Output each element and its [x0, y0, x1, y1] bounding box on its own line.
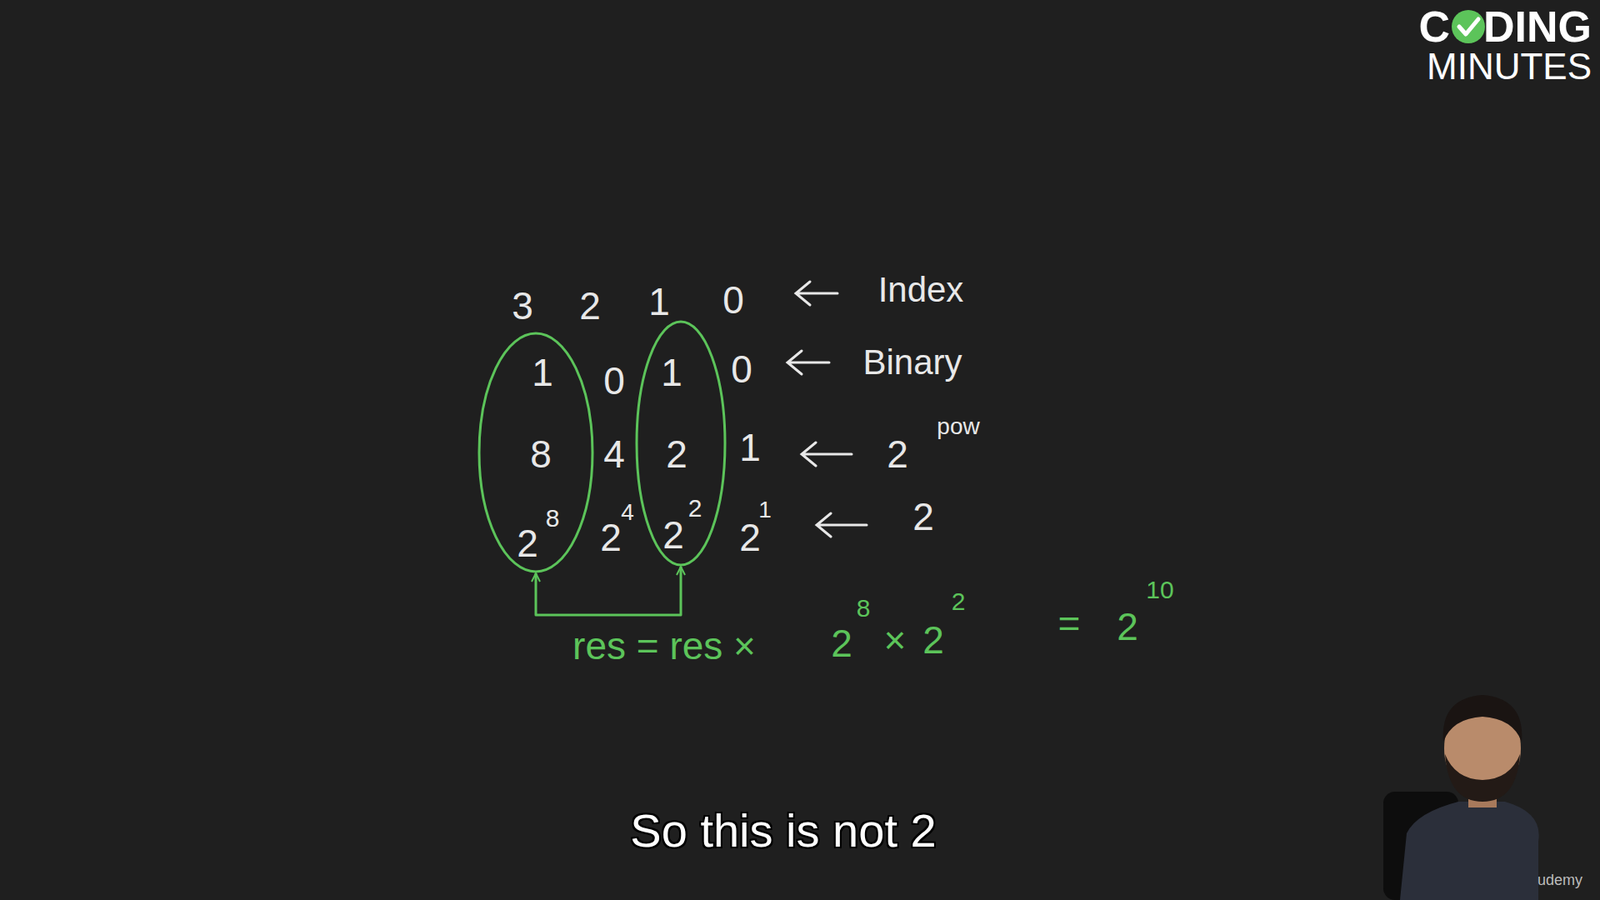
base-number: 2 [830, 624, 853, 663]
left-arrow [787, 350, 830, 375]
watermark: udemy [1537, 872, 1583, 888]
column-value: 2 [662, 515, 685, 555]
equation-text: res = res × [572, 626, 756, 665]
base-number: 2 [600, 518, 622, 557]
check-mark [1459, 19, 1479, 35]
oval [479, 333, 593, 572]
binary-digit: 0 [730, 350, 753, 389]
hair [1443, 695, 1523, 742]
index-digit: 0 [722, 280, 745, 320]
exponent: 2 [951, 589, 966, 615]
left-arrow [795, 281, 838, 305]
presenter [1383, 695, 1540, 900]
index-digit: 2 [579, 286, 601, 325]
logo-text: C [1418, 5, 1450, 49]
index-digit: 1 [648, 282, 670, 321]
logo-text: MINUTES [1426, 48, 1592, 85]
exponent: 1 [758, 498, 772, 522]
base-number: 2 [886, 435, 909, 474]
logo-text: DING [1483, 5, 1592, 49]
power-value: 1 [739, 428, 761, 467]
oval [636, 321, 725, 565]
logo-circle [1451, 10, 1485, 44]
exponent: pow [936, 415, 980, 439]
left-arrow [801, 442, 852, 466]
binary-digit: 0 [603, 361, 625, 400]
column-value: 8 [530, 435, 552, 474]
row-label: Index [878, 272, 965, 308]
column-value: 2 [665, 435, 688, 474]
logo-check [1451, 10, 1485, 44]
power-value: 4 [603, 435, 625, 474]
base-number: 2 [922, 620, 945, 660]
circled-column: 1828 [477, 331, 595, 574]
base-number: 2 [912, 497, 935, 536]
shirt [1400, 801, 1540, 900]
times-sign: × [884, 620, 907, 660]
column-value: 1 [531, 353, 554, 392]
row-label: Binary [862, 345, 962, 380]
left-arrow [816, 513, 867, 537]
exponent: 8 [545, 505, 560, 531]
beard [1445, 754, 1520, 802]
equals-sign: = [1058, 604, 1081, 643]
column-value: 2 [516, 524, 539, 563]
exponent: 8 [856, 595, 871, 621]
exponent: 2 [688, 495, 703, 521]
column-value: 1 [660, 353, 683, 392]
subtitle: So this is not 2 [630, 807, 936, 855]
pointer-arrows [787, 281, 867, 537]
connector [535, 566, 681, 615]
exponent: 4 [620, 500, 635, 525]
base-number: 2 [739, 518, 761, 557]
circled-column: 1222 [635, 320, 727, 567]
base-number: 2 [1116, 607, 1139, 646]
exponent: 10 [1145, 577, 1174, 603]
index-digit: 3 [511, 286, 534, 325]
